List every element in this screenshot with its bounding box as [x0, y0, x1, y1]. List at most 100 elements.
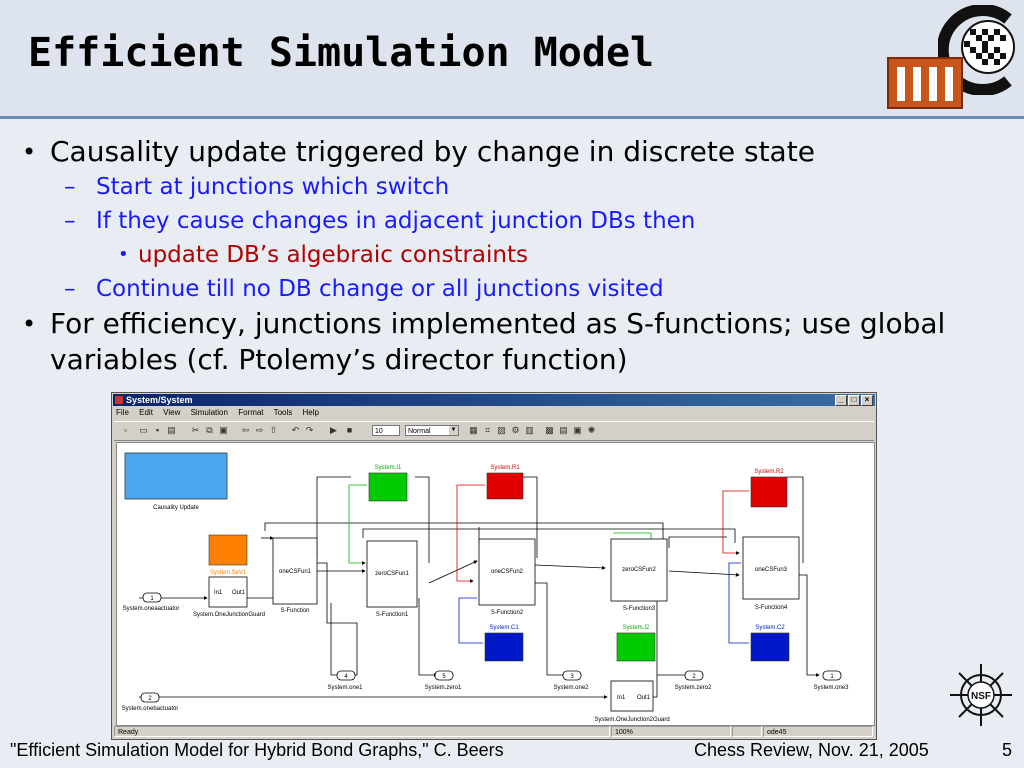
status-solver: ode45: [763, 726, 873, 737]
color-icon[interactable]: ✺: [587, 425, 596, 435]
simulink-app-icon: [115, 396, 123, 404]
open-icon[interactable]: ▭: [139, 425, 148, 435]
sub-sub-bullet-1-text: update DB’s algebraic constraints: [138, 242, 528, 268]
guard-onejunction-caption: System.OneJunctionGuard: [193, 612, 265, 618]
slide-title: Efficient Simulation Model: [28, 30, 655, 76]
sfunction-onecsfun3-name: oneCSFun3: [755, 567, 788, 573]
block-diagram: Causality Update: [122, 452, 849, 723]
window-title: System/System: [126, 395, 193, 405]
chess-logo: [938, 5, 1015, 95]
sfunction-zerocsfun2[interactable]: [610, 538, 668, 602]
sfunction-zerocsfun1[interactable]: [366, 540, 418, 608]
sub-bullet-3-text: Continue till no DB change or all juncti…: [96, 276, 664, 302]
redo-icon[interactable]: ↷: [305, 425, 314, 435]
outport-3-num: 3: [570, 674, 574, 680]
sub-bullet-1: –Start at junctions which switch: [64, 174, 450, 200]
outport-2-num: 2: [692, 674, 696, 680]
title-divider: [0, 116, 1024, 119]
stop-icon[interactable]: ■: [346, 425, 353, 435]
source-c2-label: System.C2: [755, 625, 785, 631]
play-icon[interactable]: ▶: [330, 425, 337, 435]
bullet-2: For efficiency, junctions implemented as…: [22, 306, 980, 378]
outport-4-num: 4: [344, 674, 348, 680]
source-c2[interactable]: [750, 632, 790, 662]
nsf-logo: NSF: [950, 664, 1012, 726]
source-r2[interactable]: [750, 476, 788, 508]
menu-help[interactable]: Help: [302, 408, 319, 417]
simulation-mode-value: Normal: [408, 428, 431, 435]
inport-1[interactable]: [142, 592, 162, 603]
new-icon[interactable]: ▫: [123, 425, 128, 435]
minimize-button[interactable]: _: [835, 395, 847, 406]
inport-2[interactable]: [140, 692, 160, 703]
inport-2-num: 2: [148, 696, 152, 702]
menu-simulation[interactable]: Simulation: [190, 408, 228, 417]
nsf-logo-text: NSF: [971, 691, 991, 702]
guard-onejunction[interactable]: [208, 576, 248, 608]
build-icon[interactable]: ⚙: [511, 425, 520, 435]
sfunction-onecsfun1[interactable]: [272, 537, 318, 605]
simulink-window: System/System _□× File Edit View Simulat…: [111, 392, 877, 740]
footer-center: Chess Review, Nov. 21, 2005: [694, 740, 929, 760]
sub-sub-bullet-1: •update DB’s algebraic constraints: [118, 242, 528, 268]
close-button[interactable]: ×: [861, 395, 873, 406]
source-i2[interactable]: [616, 632, 656, 662]
guard-onejunction2[interactable]: [610, 680, 654, 712]
source-c1[interactable]: [484, 632, 524, 662]
hierarchy-icon[interactable]: ▣: [573, 425, 582, 435]
menu-edit[interactable]: Edit: [139, 408, 153, 417]
outport-5[interactable]: [434, 670, 454, 681]
menu-tools[interactable]: Tools: [273, 408, 293, 417]
model-explorer-icon[interactable]: ▧: [497, 425, 506, 435]
menu-view[interactable]: View: [163, 408, 181, 417]
outport-1[interactable]: [822, 670, 842, 681]
source-r1-label: System.R1: [490, 465, 520, 471]
sub-bullet-3: –Continue till no DB change or all junct…: [64, 276, 664, 302]
status-blank: [732, 726, 762, 737]
blocks-icon[interactable]: ▩: [545, 425, 554, 435]
debug-icon[interactable]: ⌗: [484, 425, 491, 435]
sfunction-onecsfun2[interactable]: [478, 538, 536, 606]
inport-1-caption: System.oneaactuator: [123, 606, 180, 612]
source-r1[interactable]: [486, 472, 524, 500]
sub-bullet-2: –If they cause changes in adjacent junct…: [64, 208, 696, 234]
save-icon[interactable]: ▪: [155, 425, 160, 435]
causality-update-label: Causality Update: [153, 505, 199, 511]
sfunction-zerocsfun1-name: zeroCSFun1: [375, 571, 409, 577]
guard-onejunction-out: Out1: [232, 590, 246, 596]
outport-4[interactable]: [336, 670, 356, 681]
sfunction-onecsfun1-caption: S-Function: [280, 608, 309, 614]
library-icon[interactable]: ▦: [469, 425, 478, 435]
print-icon[interactable]: ▤: [167, 425, 176, 435]
guard-onejunction2-caption: System.OneJunction2Guard: [594, 717, 669, 723]
undo-icon[interactable]: ↶: [291, 425, 300, 435]
paste-icon[interactable]: ▣: [219, 425, 228, 435]
outport-2[interactable]: [684, 670, 704, 681]
stop-time-input[interactable]: 10: [372, 425, 400, 436]
chevron-down-icon[interactable]: ▼: [449, 426, 458, 435]
status-bar: Ready 100% ode45: [114, 726, 874, 738]
menu-file[interactable]: File: [116, 408, 129, 417]
maximize-button[interactable]: □: [848, 395, 860, 406]
bullet-1: Causality update triggered by change in …: [22, 134, 1002, 170]
explorer-icon[interactable]: ▤: [559, 425, 568, 435]
outport-2-caption: System.zero2: [675, 685, 712, 691]
forward-icon[interactable]: ⇨: [255, 425, 264, 435]
back-icon[interactable]: ⇦: [241, 425, 250, 435]
sfunction-onecsfun2-caption: S-Function2: [491, 610, 524, 616]
model-canvas[interactable]: Causality Update: [116, 442, 875, 726]
grid-icon[interactable]: ▥: [525, 425, 534, 435]
source-sev1[interactable]: [208, 534, 248, 566]
toolbar: ▫ ▭ ▪ ▤ ✂ ⧉ ▣ ⇦ ⇨ ⇧ ↶ ↷ ▶ ■ 10 Normal ▼ ▦…: [114, 421, 874, 441]
up-icon[interactable]: ⇧: [269, 425, 278, 435]
menu-format[interactable]: Format: [238, 408, 264, 417]
source-i1[interactable]: [368, 472, 408, 502]
cut-icon[interactable]: ✂: [191, 425, 200, 435]
causality-update-block[interactable]: [124, 452, 228, 500]
simulation-mode-select[interactable]: Normal ▼: [405, 425, 459, 436]
sfunction-onecsfun3[interactable]: [742, 536, 800, 600]
copy-icon[interactable]: ⧉: [206, 425, 213, 435]
window-titlebar[interactable]: System/System _□×: [113, 394, 875, 406]
isis-logo: [887, 57, 963, 109]
outport-3[interactable]: [562, 670, 582, 681]
